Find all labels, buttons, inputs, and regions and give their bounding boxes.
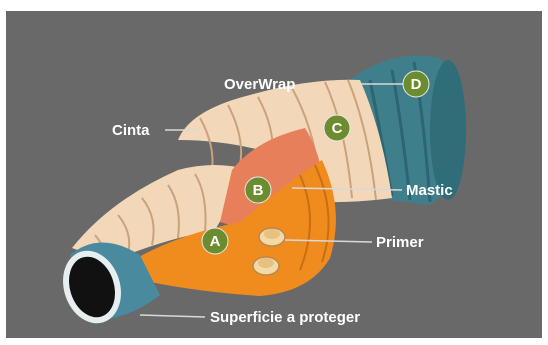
svg-text:A: A <box>210 233 221 250</box>
label-mastic: Mastic <box>406 182 453 199</box>
badge-b: B <box>245 177 271 203</box>
svg-text:C: C <box>332 120 343 137</box>
svg-text:B: B <box>253 182 264 199</box>
label-cinta: Cinta <box>112 122 150 139</box>
label-primer: Primer <box>376 234 424 251</box>
label-overwrap: OverWrap <box>224 76 295 93</box>
badge-a: A <box>202 228 228 254</box>
label-superficie: Superficie a proteger <box>210 309 360 326</box>
bolt-upper <box>259 228 285 246</box>
superficie-leader <box>140 315 205 317</box>
svg-text:D: D <box>411 76 422 93</box>
badge-c: C <box>324 115 350 141</box>
badge-d: D <box>403 71 429 97</box>
bolt-lower <box>253 257 279 275</box>
